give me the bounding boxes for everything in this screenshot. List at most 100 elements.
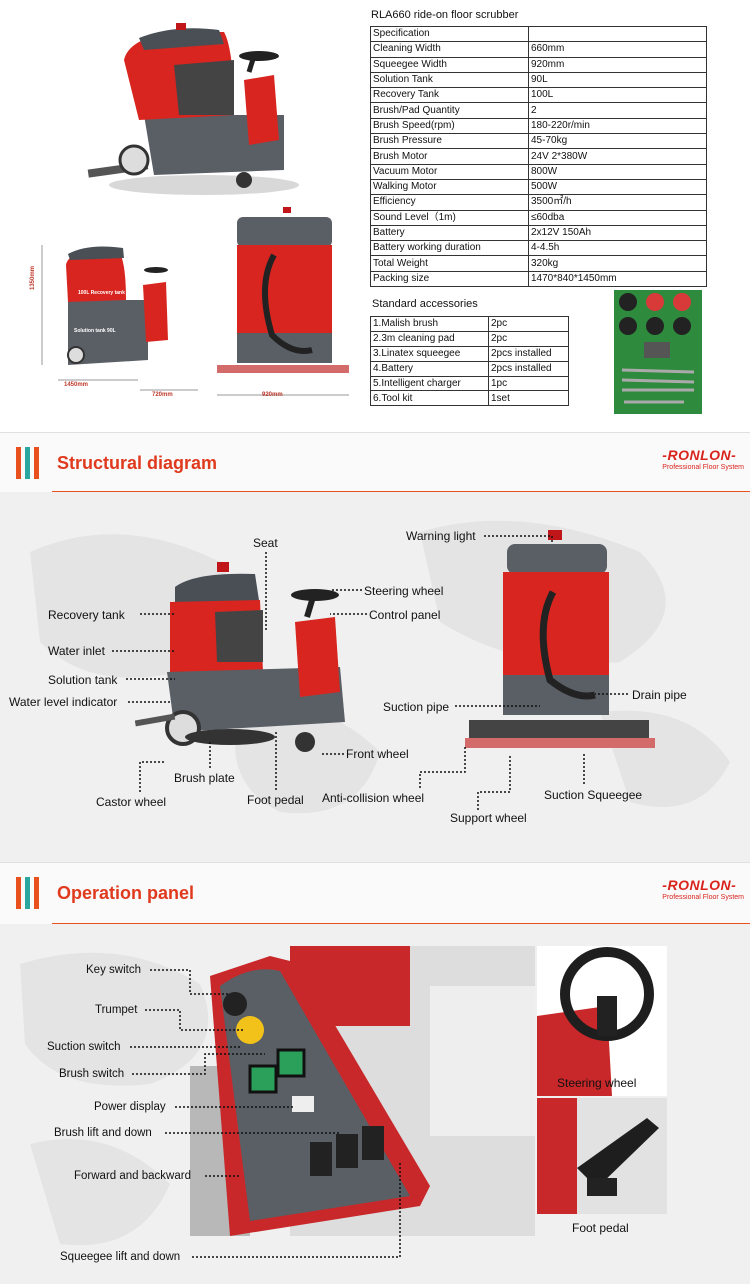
spec-key: Battery working duration xyxy=(370,240,529,257)
accessory-qty: 2pc xyxy=(488,316,569,332)
structural-machine-side xyxy=(135,562,345,752)
spec-key: Solution Tank xyxy=(370,71,529,89)
spec-value: 320kg xyxy=(528,255,707,272)
accessory-name: 5.Intelligent charger xyxy=(370,375,489,392)
spec-value: 2 xyxy=(528,102,707,119)
brand-logo: -RONLON- Professional Floor System xyxy=(662,447,744,471)
accessories-photo xyxy=(614,290,702,414)
accessory-qty: 2pcs installed xyxy=(488,345,569,362)
spec-key: Cleaning Width xyxy=(370,41,529,58)
spec-key: Sound Level（1m) xyxy=(370,209,529,226)
label-water-level-indicator: Water level indicator xyxy=(9,695,118,709)
spec-key: Vacuum Motor xyxy=(370,163,529,180)
accessory-name: 1.Malish brush xyxy=(370,316,489,332)
spec-key: Brush Pressure xyxy=(370,133,529,150)
width-dimension: 720mm xyxy=(152,392,173,398)
spec-key: Battery xyxy=(370,224,529,242)
label-seat: Seat xyxy=(253,536,278,550)
label-suction-switch: Suction switch xyxy=(47,1041,121,1053)
label-castor-wheel: Castor wheel xyxy=(96,795,167,809)
label-key-switch: Key switch xyxy=(86,964,141,976)
spec-value xyxy=(528,25,707,43)
label-water-inlet: Water inlet xyxy=(48,644,105,658)
spec-value: 920mm xyxy=(528,56,707,73)
brand-logo-2: -RONLON- Professional Floor System xyxy=(662,877,744,901)
height-dimension: 1350mm xyxy=(30,265,36,290)
accessory-qty: 2pcs installed xyxy=(488,360,569,377)
accessory-name: 2.3m cleaning pad xyxy=(370,330,489,347)
spec-value: 4-4.5h xyxy=(528,240,707,257)
label-brush-plate: Brush plate xyxy=(174,771,235,785)
label-squeegee-lift: Squeegee lift and down xyxy=(60,1251,181,1263)
spec-value: ≤60dba xyxy=(528,209,707,226)
accessories-title: Standard accessories xyxy=(372,298,478,310)
spec-value: 500W xyxy=(528,178,707,196)
label-front-wheel: Front wheel xyxy=(346,747,409,761)
spec-row: Brush Speed(rpm)180-220r/min xyxy=(370,117,707,135)
spec-row: Specification xyxy=(370,25,707,43)
spec-key: Total Weight xyxy=(370,255,529,272)
label-warning-light: Warning light xyxy=(406,529,476,543)
spec-value: 45-70kg xyxy=(528,133,707,150)
structural-machine-rear xyxy=(465,530,655,748)
machine-rear-photo xyxy=(217,207,349,396)
spec-key: Efficiency xyxy=(370,194,529,211)
operation-header: Operation panel -RONLON- Professional Fl… xyxy=(0,862,750,925)
spec-key: Brush Motor xyxy=(370,148,529,165)
operation-title: Operation panel xyxy=(57,883,195,903)
label-control-panel: Control panel xyxy=(369,608,441,622)
product-title: RLA660 ride-on floor scrubber xyxy=(371,9,519,21)
label-brush-lift: Brush lift and down xyxy=(54,1127,152,1139)
label-foot-pedal-photo: Foot pedal xyxy=(572,1221,629,1235)
accessory-qty: 1set xyxy=(488,390,569,407)
spec-value: 100L xyxy=(528,87,707,104)
accessory-name: 6.Tool kit xyxy=(370,390,489,407)
label-drain-pipe: Drain pipe xyxy=(632,688,687,702)
operation-pointer-lines xyxy=(130,969,401,1258)
squeegee-dimension: 920mm xyxy=(262,392,283,398)
spec-key: Brush/Pad Quantity xyxy=(370,102,529,119)
label-suction-squeegee: Suction Squeegee xyxy=(544,788,643,802)
length-dimension: 1450mm xyxy=(64,382,89,388)
label-steering-wheel-photo: Steering wheel xyxy=(557,1076,637,1090)
world-map-background-2 xyxy=(20,952,209,1246)
label-forward-backward: Forward and backward xyxy=(74,1170,191,1182)
spec-value: 2x12V 150Ah xyxy=(528,224,707,242)
label-anti-collision-wheel: Anti-collision wheel xyxy=(322,791,425,805)
spec-row: Sound Level（1m)≤60dba xyxy=(370,209,707,226)
accessory-name: 4.Battery xyxy=(370,360,489,377)
machine-photo-hero xyxy=(87,23,299,195)
control-panel-photo xyxy=(190,946,535,1236)
structural-title: Structural diagram xyxy=(57,453,218,473)
label-solution-tank: Solution tank xyxy=(48,673,118,687)
label-trumpet: Trumpet xyxy=(95,1004,138,1016)
spec-value: 24V 2*380W xyxy=(528,148,707,165)
recovery-tank-capacity: 100L Recovery tank xyxy=(78,290,125,296)
structural-header: Structural diagram -RONLON- Professional… xyxy=(0,432,750,493)
spec-value: 800W xyxy=(528,163,707,180)
label-power-display: Power display xyxy=(94,1101,166,1113)
spec-value: 3500㎡/h xyxy=(528,194,707,211)
accessory-qty: 1pc xyxy=(488,375,569,392)
spec-value: 1470*840*1450mm xyxy=(528,270,707,288)
spec-key: Packing size xyxy=(370,270,529,288)
structural-diagram: Seat Steering wheel Control panel Recove… xyxy=(0,492,750,862)
foot-pedal-photo xyxy=(537,1098,667,1214)
operation-panel-section: Steering wheel Foot pedal Key switch Tru… xyxy=(0,924,750,1284)
label-foot-pedal: Foot pedal xyxy=(247,793,304,807)
